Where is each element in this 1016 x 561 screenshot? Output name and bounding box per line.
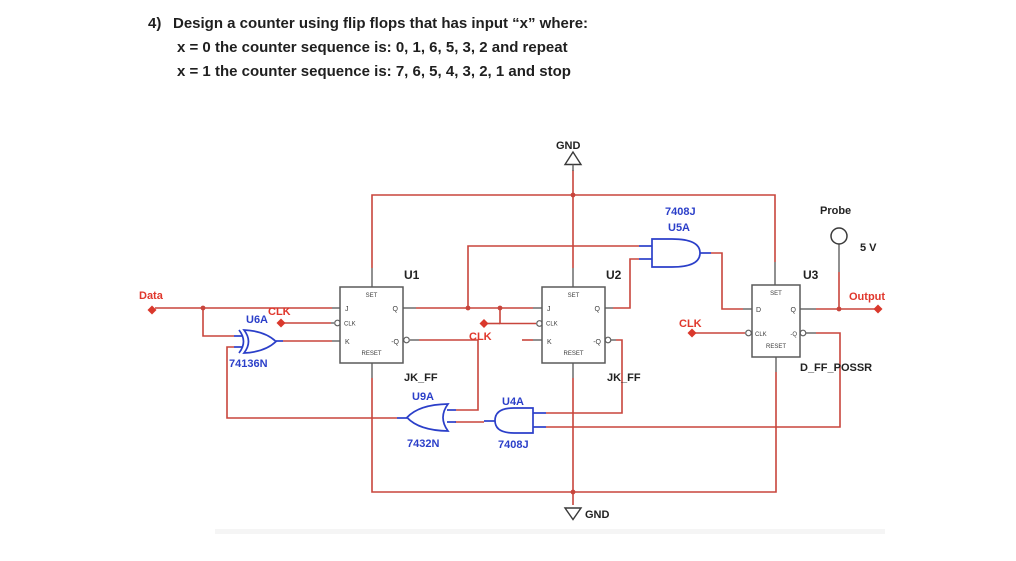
u3-ref-label: U3 [803, 268, 819, 282]
wire-q1-u5a [467, 245, 639, 308]
u2-q-label: Q [595, 306, 601, 313]
clk-net-label-1: CLK [268, 306, 291, 318]
junction-dot [497, 305, 503, 311]
xor-gate-u6a [234, 329, 283, 354]
output-net-diamond [873, 304, 883, 314]
u3-d-label: D [756, 307, 761, 314]
flipflop-u2: SET J Q CLK K -Q RESET [541, 286, 606, 364]
problem-line-3: x = 1 the counter sequence is: 7, 6, 5, … [177, 63, 571, 80]
u1-type-label: JK_FF [404, 372, 438, 384]
junction-dot [836, 306, 842, 312]
u1-ref-label: U1 [404, 268, 420, 282]
u2-j-label: J [547, 306, 551, 313]
u1-qn-label: -Q [391, 339, 399, 346]
and-gate-u5a [639, 238, 711, 268]
xor-back-arc [238, 329, 245, 354]
u3-set-label: SET [770, 291, 782, 297]
u3-reset-label: RESET [766, 344, 786, 350]
clk-net-diamond-2 [479, 319, 489, 328]
u1-reset-label: RESET [361, 351, 381, 357]
gnd-symbol-top [563, 150, 583, 166]
junction-dot [465, 305, 471, 311]
u6a-ref-label: U6A [246, 314, 268, 326]
u4a-part-label: 7408J [498, 439, 529, 451]
wire-q2n-u4a [546, 339, 623, 414]
gnd-top-label: GND [556, 140, 581, 152]
u1-j-label: J [345, 306, 349, 313]
u4a-body [494, 407, 534, 434]
junction-dot [200, 305, 206, 311]
junction-dot [570, 489, 576, 495]
u2-k-label: K [547, 339, 552, 346]
power-symbols [563, 150, 848, 521]
output-net-label: Output [849, 291, 885, 303]
u2-qn-bubble [604, 336, 612, 344]
gnd-bottom-label: GND [585, 509, 610, 521]
xor-body [242, 329, 278, 354]
u2-ref-label: U2 [606, 268, 622, 282]
u2-type-label: JK_FF [607, 372, 641, 384]
u1-q-label: Q [393, 306, 399, 313]
junction-dots [200, 192, 842, 495]
pin-stubs [331, 244, 840, 378]
clk-net-diamond-1 [276, 318, 286, 328]
u5a-part-label: 7408J [665, 206, 696, 218]
clk-net-diamond-3 [687, 328, 697, 338]
wire-reset-rail [371, 372, 777, 493]
wire-data-to-xor [202, 308, 234, 337]
u3-qn-label: -Q [790, 332, 797, 338]
u9a-ref-label: U9A [412, 391, 434, 403]
u2-reset-label: RESET [563, 351, 583, 357]
and-gate-u4a [484, 407, 546, 434]
u3-type-label: D_FF_POSSR [800, 362, 872, 374]
clk-net-label-3: CLK [679, 318, 702, 330]
flipflop-u1: SET J Q CLK K -Q RESET [339, 286, 404, 364]
wire-q1-u2clk [499, 308, 536, 325]
u3-qn-bubble [799, 329, 807, 337]
probe-voltage-label: 5 V [860, 242, 877, 254]
wire-q2-u5a [613, 258, 639, 309]
u3-clk-bubble [745, 329, 752, 337]
u9a-part-label: 7432N [407, 438, 439, 450]
u5a-ref-label: U5A [668, 222, 690, 234]
probe-lamp-icon [830, 227, 848, 245]
wire-q1n-or [419, 339, 479, 411]
u3-clk-label: CLK [755, 332, 767, 338]
or-gate-u9a [397, 403, 456, 432]
problem-line-1: Design a counter using flip flops that h… [173, 15, 588, 32]
u4a-ref-label: U4A [502, 396, 524, 408]
scan-artifact [215, 529, 885, 534]
data-net-diamond [147, 305, 157, 315]
u1-clk-label: CLK [344, 322, 356, 328]
problem-line-2: x = 0 the counter sequence is: 0, 1, 6, … [177, 39, 568, 56]
u5a-body [651, 238, 701, 268]
wire-or-xor [226, 346, 397, 419]
clk-net-label-2: CLK [469, 331, 492, 343]
u3-q-label: Q [791, 307, 797, 314]
probe-label: Probe [820, 205, 851, 217]
u3-body [751, 284, 801, 358]
problem-statement: 4) Design a counter using flip flops tha… [148, 15, 588, 80]
gnd-symbol-bottom [563, 507, 583, 521]
u2-clk-label: CLK [546, 322, 558, 328]
u2-body [541, 286, 606, 364]
u2-set-label: SET [568, 293, 580, 299]
flipflop-u3: SET D Q CLK -Q RESET [751, 284, 801, 358]
wire-q3n-u4a [546, 332, 841, 428]
u1-set-label: SET [366, 293, 378, 299]
data-net-label: Data [139, 290, 164, 302]
junction-dot [570, 192, 576, 198]
wire-u5a-u3d [711, 252, 743, 310]
u9a-body [405, 403, 450, 432]
u6a-part-label: 74136N [229, 358, 268, 370]
u1-qn-bubble [403, 336, 410, 344]
u1-k-label: K [345, 339, 350, 346]
problem-number: 4) [148, 15, 161, 32]
net-connectors [147, 304, 883, 338]
labels: Data CLK CLK CLK Output GND GND Probe 5 … [139, 140, 885, 521]
u1-body [339, 286, 404, 364]
u2-qn-label: -Q [593, 339, 601, 346]
